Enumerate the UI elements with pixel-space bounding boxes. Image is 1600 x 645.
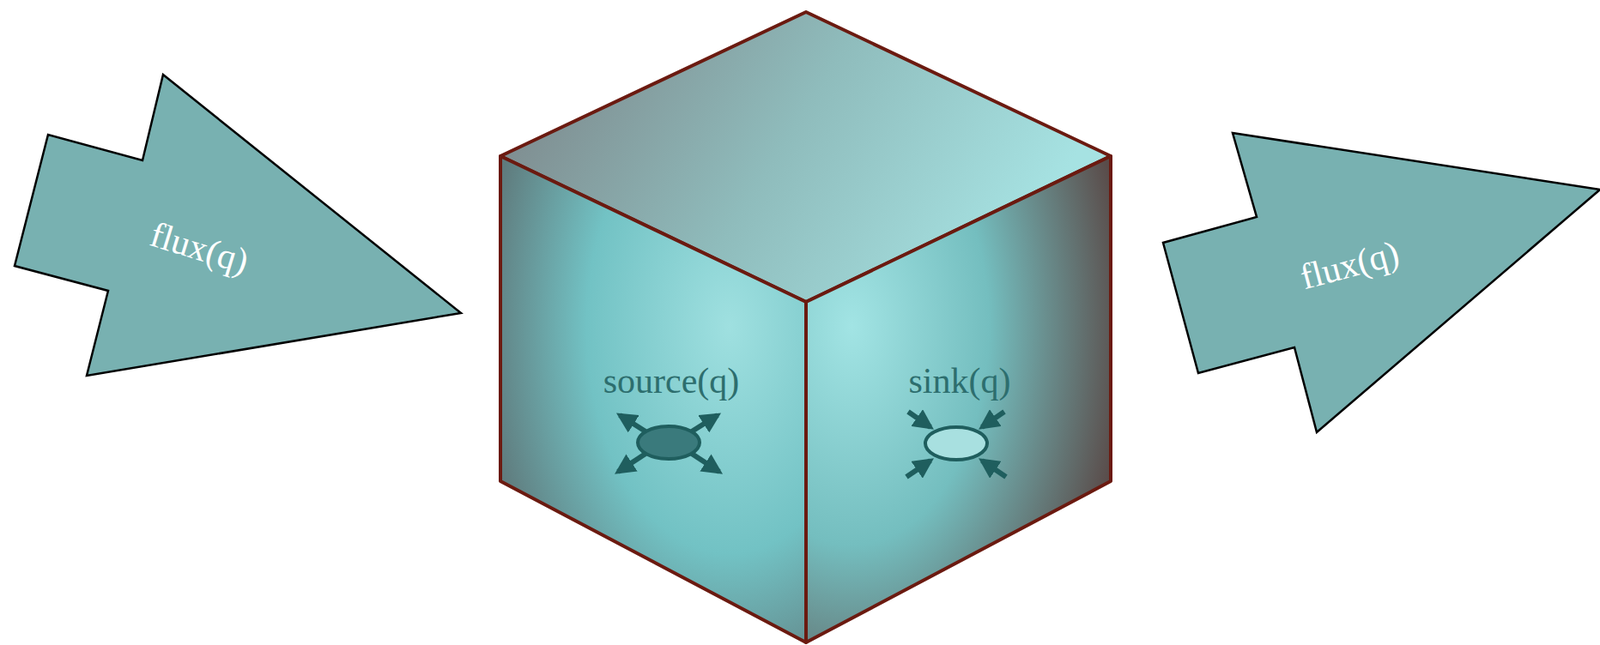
sink-symbol (906, 412, 1007, 478)
flux-arrow: flux(q) (1163, 133, 1600, 433)
source-face: source(q) (598, 356, 746, 407)
cube-left-face (500, 156, 807, 643)
source-symbol (618, 415, 720, 473)
arrow-outline (14, 74, 461, 376)
face-label: sink(q) (909, 361, 1012, 401)
cube-right-face (806, 156, 1111, 643)
arrow-shape (14, 74, 461, 376)
flux-arrow: flux(q) (14, 74, 461, 376)
arrow-outline (1163, 133, 1600, 433)
face-label: source(q) (603, 361, 740, 401)
sink-face: sink(q) (903, 356, 1017, 407)
arrow-shape (1163, 133, 1600, 433)
